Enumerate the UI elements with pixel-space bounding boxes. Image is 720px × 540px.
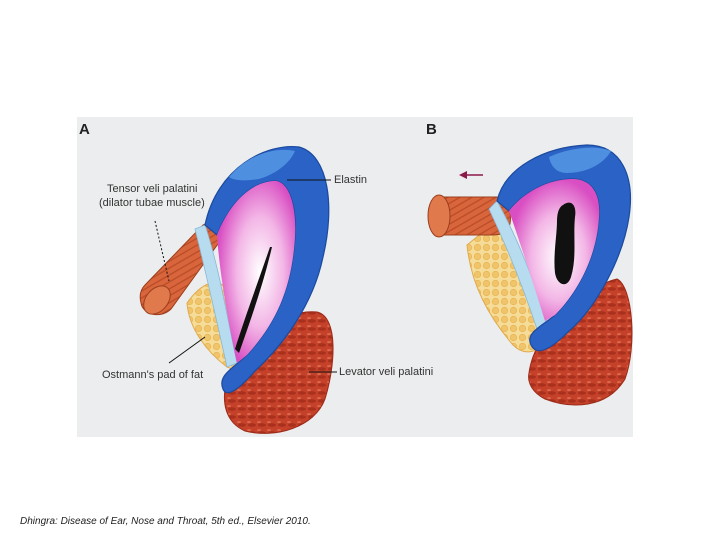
label-dilator-tubae-muscle: (dilator tubae muscle) — [99, 197, 205, 210]
pull-arrow-head — [459, 171, 467, 179]
panel-b-letter: B — [426, 121, 437, 138]
eustachian-tube-figure: A B Tensor veli palatini (dilator tubae … — [77, 117, 633, 437]
panel-a-letter: A — [79, 121, 90, 138]
tensor-muscle-b-end — [428, 195, 450, 237]
panel-b-illustration — [428, 145, 632, 405]
label-levator-veli-palatini: Levator veli palatini — [339, 366, 433, 379]
label-tensor-veli-palatini: Tensor veli palatini — [107, 183, 198, 196]
leader-ostmann — [169, 337, 205, 363]
tube-opening-b — [554, 203, 575, 285]
citation: Dhingra: Disease of Ear, Nose and Throat… — [20, 516, 311, 527]
figure-illustration — [77, 117, 633, 437]
label-elastin: Elastin — [334, 174, 367, 187]
label-ostmann-pad-of-fat: Ostmann's pad of fat — [102, 369, 203, 382]
